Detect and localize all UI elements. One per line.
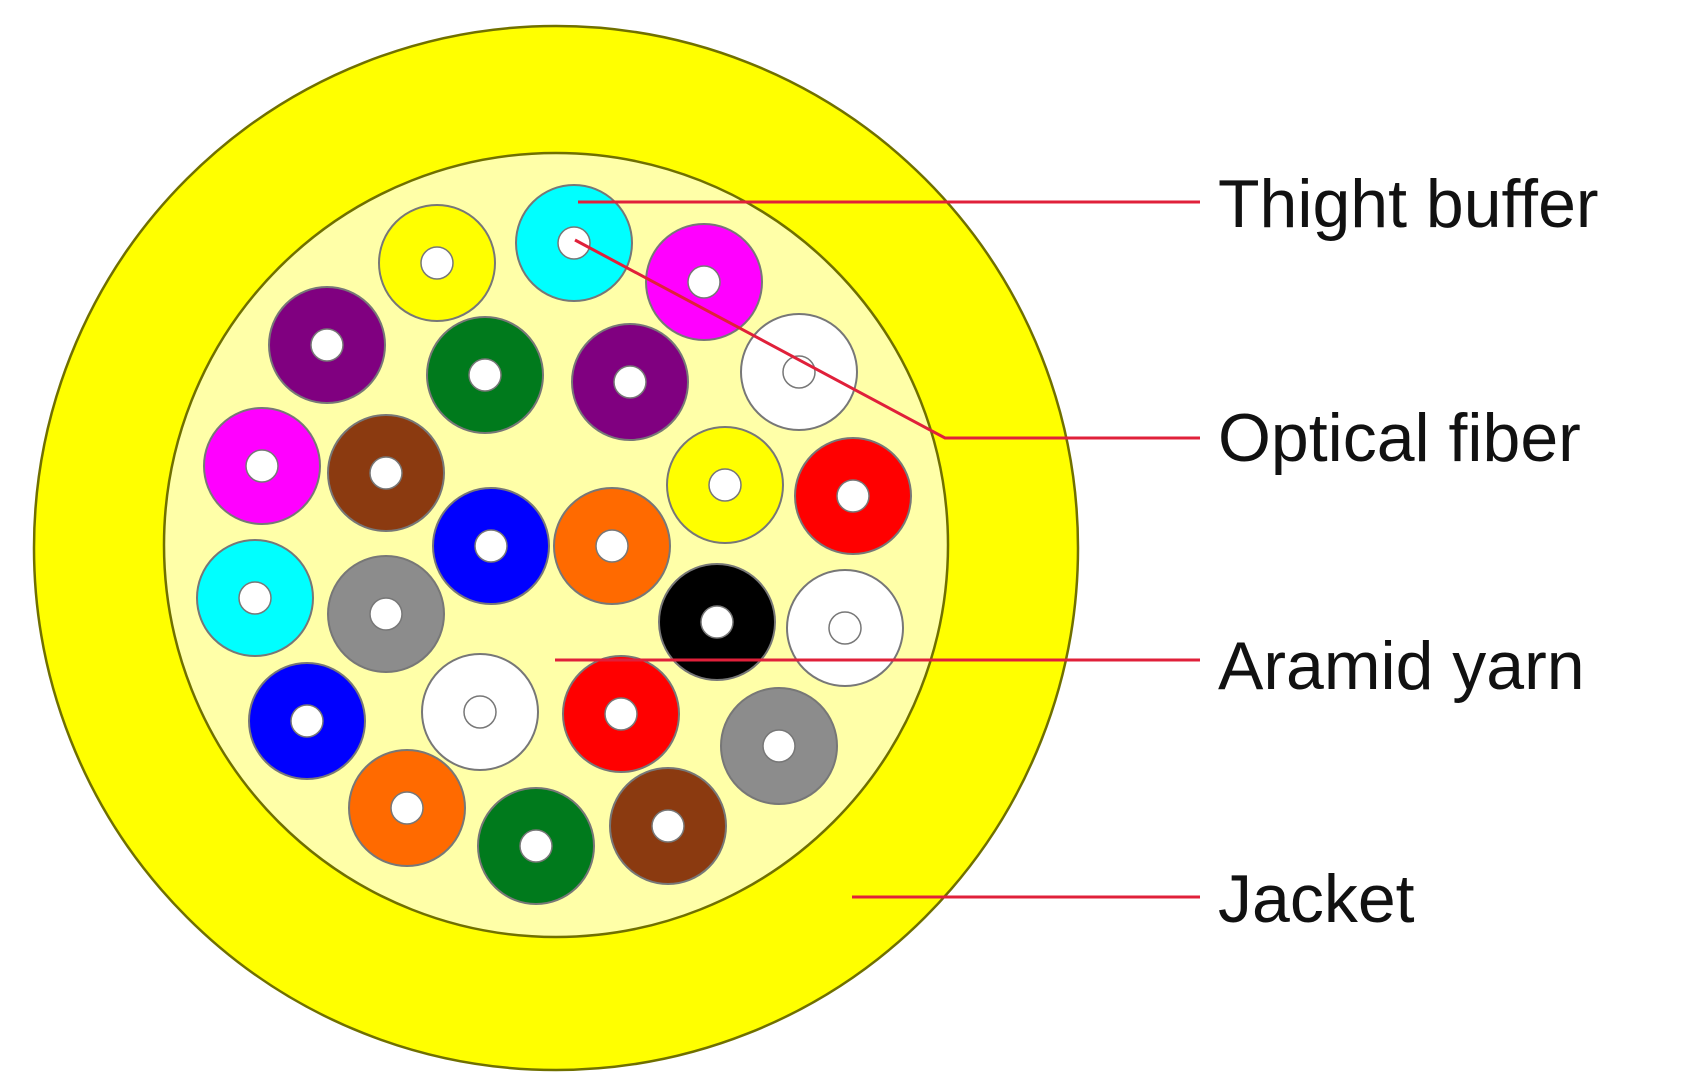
label-aramid-yarn: Aramid yarn (1218, 628, 1585, 704)
optical-fiber-core (310, 328, 344, 362)
optical-fiber-core (557, 226, 591, 260)
optical-fiber-core (474, 529, 508, 563)
label-optical-fiber: Optical fiber (1218, 400, 1581, 476)
optical-fiber-core (836, 479, 870, 513)
optical-fiber-core (604, 697, 638, 731)
optical-fiber-core (687, 265, 721, 299)
optical-fiber-core (245, 449, 279, 483)
optical-fiber-core (700, 605, 734, 639)
leader-lines (555, 200, 1200, 899)
optical-fiber-core (369, 597, 403, 631)
tight-buffer-brown (327, 414, 445, 532)
tight-buffer-magenta (203, 407, 321, 525)
optical-fiber-core (290, 704, 324, 738)
optical-fiber-core (463, 695, 497, 729)
tight-buffer-red (562, 655, 680, 773)
optical-fiber-core (595, 529, 629, 563)
tight-buffer-yellow (666, 426, 784, 544)
tight-buffer-cyan (196, 539, 314, 657)
tight-buffer-green (426, 316, 544, 434)
leader-line-optical-fiber (574, 238, 1200, 440)
optical-fiber-core (390, 791, 424, 825)
optical-fiber-core (708, 468, 742, 502)
optical-fiber-core (369, 456, 403, 490)
label-tight-buffer: Thight buffer (1218, 166, 1599, 242)
tight-buffer-brown (609, 767, 727, 885)
tight-buffer-magenta (645, 223, 763, 341)
tight-buffer-gray (327, 555, 445, 673)
optical-fiber-core (762, 729, 796, 763)
tight-buffer-gray (720, 687, 838, 805)
tight-buffer-orange (348, 749, 466, 867)
tight-buffer-blue (248, 662, 366, 780)
optical-fiber-core (420, 246, 454, 280)
optical-fiber-core (468, 358, 502, 392)
optical-fiber-core (238, 581, 272, 615)
optical-fiber-core (651, 809, 685, 843)
tight-buffer-white (421, 653, 539, 771)
tight-buffer-purple (268, 286, 386, 404)
tight-buffered-fibers (196, 184, 912, 905)
tight-buffer-purple (571, 323, 689, 441)
tight-buffer-cyan (515, 184, 633, 302)
label-jacket: Jacket (1218, 861, 1415, 937)
optical-fiber-core (828, 611, 862, 645)
tight-buffer-orange (553, 487, 671, 605)
tight-buffer-white (740, 313, 858, 431)
tight-buffer-white (786, 569, 904, 687)
tight-buffer-blue (432, 487, 550, 605)
tight-buffer-black (658, 563, 776, 681)
tight-buffer-red (794, 437, 912, 555)
tight-buffer-green (477, 787, 595, 905)
optical-fiber-core (519, 829, 553, 863)
tight-buffer-yellow (378, 204, 496, 322)
optical-fiber-core (613, 365, 647, 399)
